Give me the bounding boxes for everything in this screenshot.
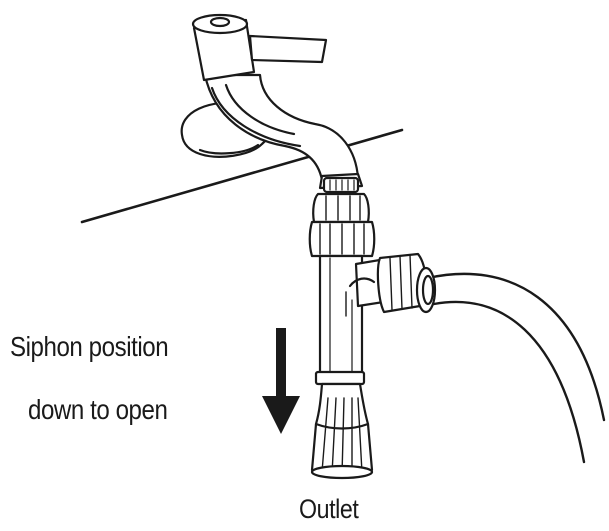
instruction-text-line2: down to open	[28, 394, 168, 425]
siphon-valve-icon	[308, 192, 437, 480]
hose-icon	[426, 272, 606, 464]
arrow-down-icon	[262, 328, 300, 434]
outlet-label: Outlet	[299, 494, 359, 524]
thread-adapter	[322, 176, 360, 194]
instruction-text-line1: Siphon position	[10, 331, 169, 362]
faucet-icon	[180, 13, 364, 190]
